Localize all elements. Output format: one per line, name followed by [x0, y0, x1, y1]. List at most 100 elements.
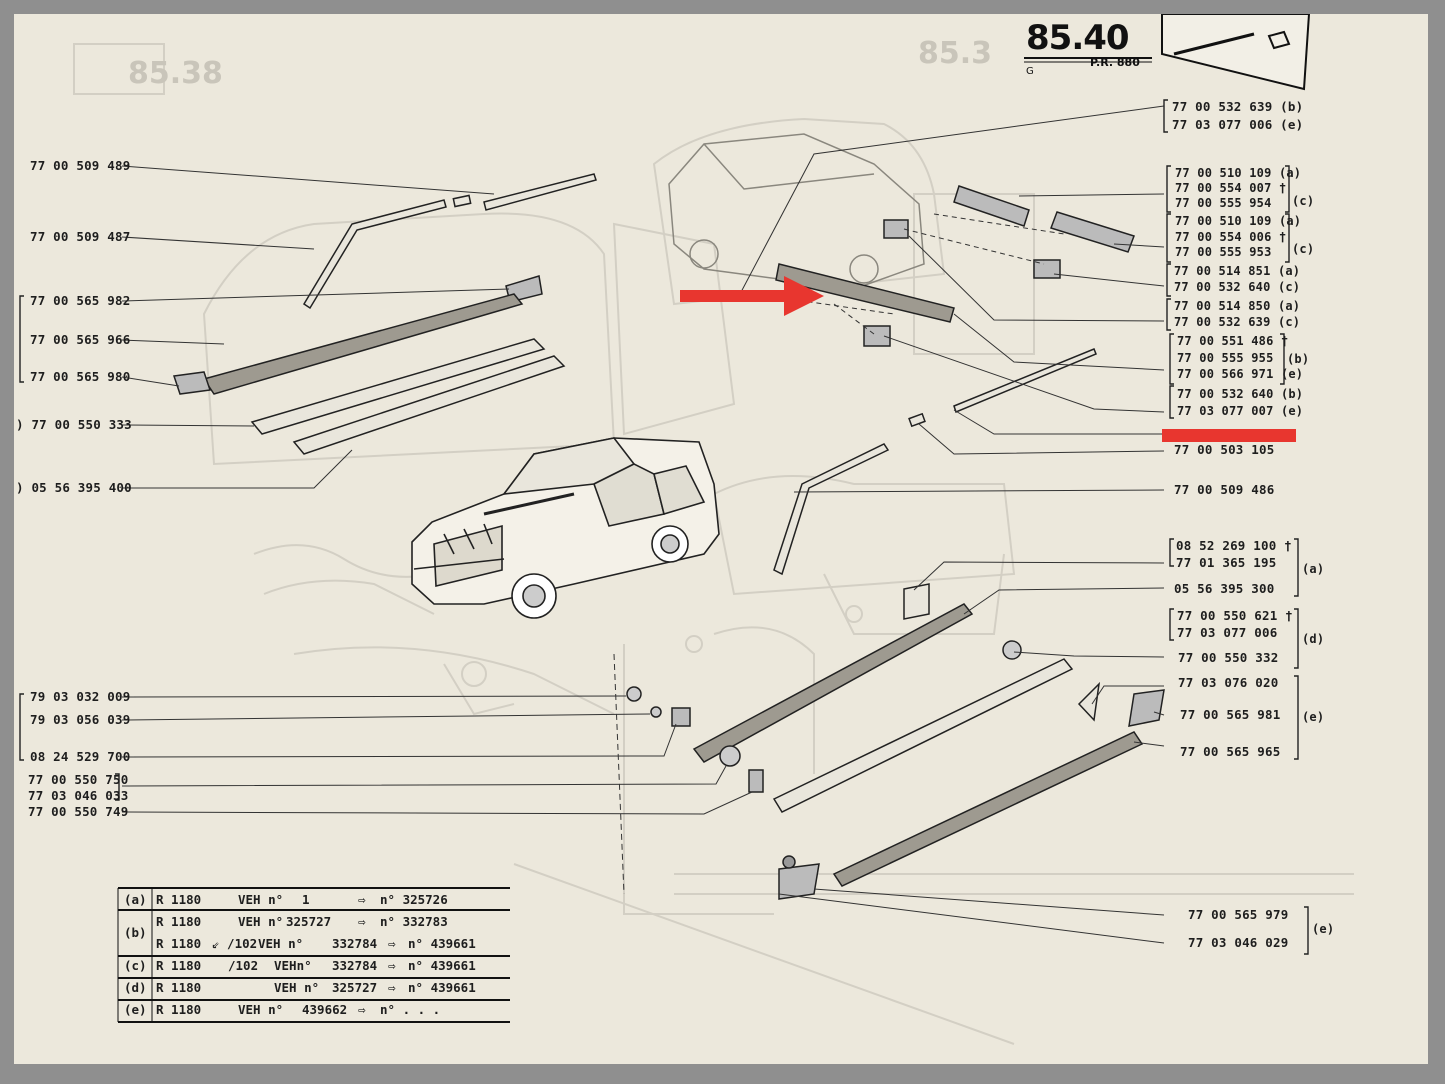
part-label-right: 77 00 555 954	[1175, 196, 1272, 210]
part-label-right: 77 03 076 020	[1178, 675, 1279, 690]
part-label-right: 77 00 550 332	[1178, 650, 1279, 665]
red-underline-annotation	[1162, 429, 1296, 442]
legend-from: 332784	[332, 936, 378, 951]
group-tag: (d)	[1302, 632, 1325, 646]
group-tag: (e)	[1302, 710, 1325, 724]
legend-model: R 1180	[156, 936, 202, 951]
part-label-right: 77 00 503 105	[1174, 442, 1275, 457]
catalog-page: 85.38 85.3 85.40 G P.R. 880 77 00 509 48…	[14, 14, 1428, 1064]
part-label-right: 77 00 565 965	[1180, 744, 1281, 759]
part-label-right: 77 00 514 850 (a)	[1174, 299, 1301, 313]
part-label-right: 77 01 365 195	[1176, 555, 1277, 570]
legend-from: 325727	[332, 980, 378, 995]
part-label-left: 77 00 509 489	[30, 158, 131, 173]
legend-row: R 1180 ⇙ /102 VEH n° 332784 ⇨ n° 439661	[118, 932, 510, 954]
group-tag: (a)	[1302, 562, 1325, 576]
part-label-right: 77 00 532 640 (b)	[1177, 387, 1304, 401]
group-braces	[19, 99, 1309, 955]
upper-car-sketch	[668, 133, 925, 290]
part-label-left: 79 03 032 009	[30, 689, 131, 704]
page-number: 85.40	[1026, 18, 1130, 58]
legend-code: (e)	[124, 1002, 147, 1017]
legend-variant: ⇙ /102	[212, 936, 258, 951]
part-label-left: 77 00 550 750	[28, 772, 129, 787]
legend-code: (b)	[124, 925, 147, 940]
legend-from: 439662	[302, 1002, 348, 1017]
legend-veh: VEH n°	[238, 892, 284, 907]
part-label-right: 77 00 532 639 (c)	[1174, 315, 1301, 329]
legend-model: R 1180	[156, 958, 202, 973]
legend-row: (d) R 1180 VEH n° 325727 ⇨ n° 439661	[118, 976, 510, 998]
legend-code: (d)	[124, 980, 147, 995]
part-label-right: 77 00 550 621 †	[1177, 608, 1293, 623]
part-label-left: ) 77 00 550 333	[16, 417, 132, 432]
red-annotations	[680, 276, 1296, 442]
part-label-right: 77 00 510 109 (a)	[1175, 166, 1302, 180]
part-label-left: 77 03 046 033	[28, 788, 129, 803]
part-label-left: 08 24 529 700	[30, 749, 131, 764]
legend-veh: VEH n°	[274, 980, 320, 995]
page-corner-tab	[1161, 14, 1311, 91]
red-arrow-annotation	[680, 276, 824, 316]
part-label-right: 77 00 566 971 (e)	[1177, 367, 1304, 381]
car-illustration	[411, 437, 720, 619]
part-label-left: ) 05 56 395 400	[16, 480, 132, 495]
part-label-left: 77 00 565 980	[30, 369, 131, 384]
pr-code: P.R. 880	[1090, 56, 1140, 69]
part-label-right: 77 03 077 006	[1177, 625, 1278, 640]
part-label-right: 77 03 046 029	[1188, 935, 1289, 950]
legend-to: n° . . .	[380, 1002, 441, 1017]
legend-row: (b) R 1180 VEH n° 325727 ⇨ n° 332783	[118, 910, 510, 940]
group-tag: (c)	[1292, 194, 1315, 208]
part-label-right: 77 00 514 851 (a)	[1174, 264, 1301, 278]
legend-model: R 1180	[156, 914, 202, 929]
part-label-left: 77 00 550 749	[28, 804, 129, 819]
part-label-right: 77 03 077 006 (e)	[1172, 117, 1304, 132]
parts-exploded-diagram	[19, 14, 1354, 1045]
legend-to: n° 439661	[408, 958, 476, 973]
arrow-icon: ⇨	[388, 958, 396, 973]
legend-code: (c)	[124, 958, 147, 973]
legend-veh: VEHn°	[274, 958, 312, 973]
legend-variant: /102	[228, 958, 259, 973]
legend-code: (a)	[124, 892, 147, 907]
legend-to: n° 439661	[408, 936, 476, 951]
part-label-right: 77 00 565 979	[1188, 907, 1289, 922]
ghost-page-number-right: 85.3	[918, 36, 993, 71]
legend-to: n° 439661	[408, 980, 476, 995]
part-label-right: 77 03 077 007 (e)	[1177, 404, 1304, 418]
legend-from: 332784	[332, 958, 378, 973]
legend-veh: VEH n°	[238, 1002, 284, 1017]
group-tag: (c)	[1292, 242, 1315, 256]
legend-rules	[117, 887, 510, 1023]
part-label-right: 77 00 551 486 †	[1177, 334, 1289, 348]
part-label-left: 77 00 565 982	[30, 293, 131, 308]
part-label-right: 77 00 555 955	[1177, 351, 1274, 365]
arrow-icon: ⇨	[358, 892, 366, 907]
part-label-right: 08 52 269 100 †	[1176, 538, 1292, 553]
part-label-left: 77 00 509 487	[30, 229, 131, 244]
header-rules	[1024, 57, 1152, 63]
ghost-page-number-left: 85.38	[128, 56, 223, 91]
legend-row: (a) R 1180 VEH n° 1 ⇨ n° 325726	[118, 888, 510, 910]
part-label-right: 77 00 532 639 (b)	[1172, 99, 1304, 114]
arrow-icon: ⇨	[358, 1002, 366, 1017]
leader-lines	[121, 105, 1165, 944]
page-letter: G	[1026, 66, 1034, 77]
part-label-left: 77 00 565 966	[30, 332, 131, 347]
group-tag: (e)	[1312, 922, 1335, 936]
part-label-right: 77 00 554 006 †	[1175, 230, 1287, 244]
group-tag: (b)	[1287, 352, 1310, 366]
part-label-right: 77 00 554 007 †	[1175, 181, 1287, 195]
legend-from: 1	[302, 892, 310, 907]
legend-model: R 1180	[156, 892, 202, 907]
part-label-right: 05 56 395 300	[1174, 581, 1275, 596]
part-label-right: 77 00 510 109 (a)	[1175, 214, 1302, 228]
legend-from: 325727	[286, 914, 332, 929]
part-label-right: 77 00 509 486	[1174, 482, 1275, 497]
legend-row: (e) R 1180 VEH n° 439662 ⇨ n° . . .	[118, 998, 510, 1020]
legend-veh: VEH n°	[238, 914, 284, 929]
parts	[173, 173, 1165, 900]
arrow-icon: ⇨	[388, 936, 396, 951]
legend-model: R 1180	[156, 1002, 202, 1017]
